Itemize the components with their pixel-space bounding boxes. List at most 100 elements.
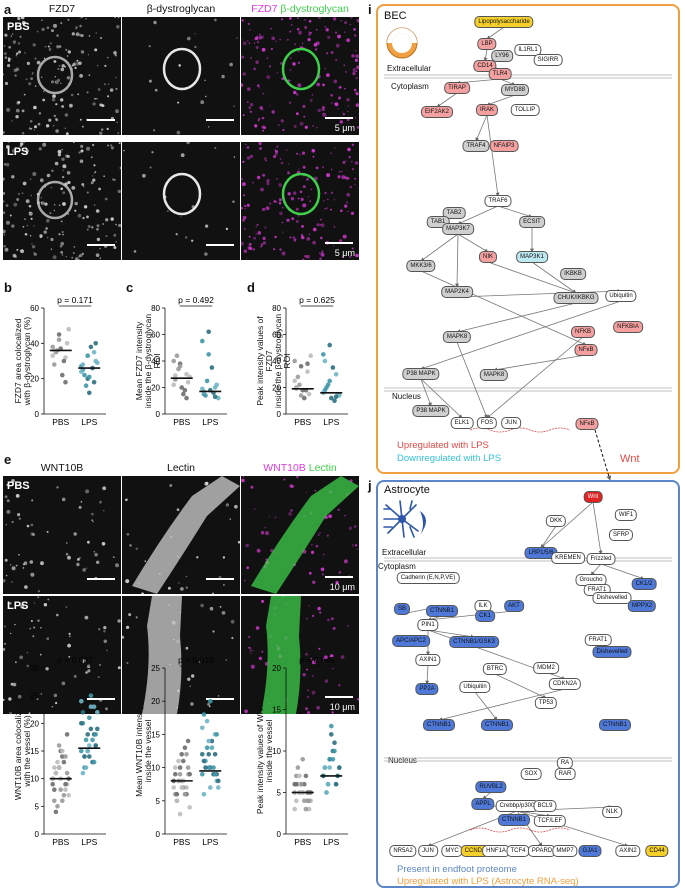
scale-bar-label: 5 μm [334, 248, 355, 258]
pathway-node: Cadherin (E,N,P,VE) [396, 572, 460, 584]
pathway-node: PP2A [415, 683, 439, 695]
data-point [294, 773, 299, 779]
scale-bar-label: 5 μm [334, 123, 355, 133]
data-point [322, 765, 328, 770]
micrograph-a-r2-c3: 5 μm [241, 142, 359, 260]
data-point [295, 374, 301, 380]
pathway-node: P38 MAPK [402, 368, 440, 380]
row-label-e-1: PBS [7, 480, 30, 492]
pathway-node: Ubiquitin [605, 290, 637, 302]
pathway-node: PIN1 [417, 619, 439, 631]
pathway-edge [482, 791, 492, 800]
pathway-node: MAP3K1 [516, 251, 548, 263]
p-value: p = 0.045 [299, 655, 335, 665]
pathway-node: AXIN2 [615, 845, 641, 857]
pathway-node: Ubiquitin [459, 681, 491, 693]
data-point [50, 344, 55, 350]
pathway-node: KREMEN [551, 552, 585, 564]
data-point [171, 358, 176, 364]
data-point [182, 745, 188, 750]
pathway-edge [493, 354, 587, 372]
data-point [171, 785, 176, 790]
astrocyte-pathway-panel [376, 480, 680, 888]
pathway-node: CHUK/IKBKG [553, 292, 599, 304]
x-tick-label: PBS [294, 837, 311, 847]
data-point [208, 785, 213, 790]
p-value: p = 0.625 [299, 295, 335, 305]
y-tick-label: 15 [30, 747, 39, 756]
panel-a-col3-title: FZD7 β-dystroglycan [241, 3, 359, 15]
pathway-edge [494, 673, 547, 699]
data-point [79, 698, 84, 704]
astrocyte-title: Astrocyte [384, 484, 430, 496]
data-point [292, 378, 297, 384]
data-point [64, 770, 70, 776]
data-point [61, 793, 67, 798]
data-point [294, 781, 299, 787]
pathway-node: IKBKB [560, 268, 586, 280]
bec-pathway-panel [376, 4, 680, 474]
panel-d-label: d [247, 280, 255, 295]
data-point [184, 372, 189, 377]
pathway-node: SB [393, 603, 411, 615]
pathway-node: CTNNB1 [480, 719, 514, 731]
data-point [52, 798, 57, 804]
pathway-node: GJA1 [578, 845, 602, 857]
pathway-edge [486, 114, 500, 197]
data-point [206, 752, 211, 757]
y-tick-label: 0 [277, 410, 282, 419]
panel-e-label: e [4, 452, 12, 467]
pathway-node: Lipopolysaccharide [474, 16, 534, 28]
data-point [60, 754, 65, 759]
y-tick-label: 60 [30, 304, 39, 313]
micrograph-e-r1-c2 [122, 476, 240, 594]
data-point [173, 373, 178, 378]
data-point [61, 358, 67, 364]
data-point [182, 387, 188, 393]
pathway-edge [456, 341, 488, 419]
data-point [63, 781, 68, 787]
data-point [322, 358, 328, 364]
data-point [208, 698, 213, 704]
pathway-node: MMP7 [552, 845, 578, 857]
data-point [176, 758, 181, 764]
y-tick-label: 20 [30, 375, 39, 384]
data-point [214, 732, 219, 737]
data-point [88, 344, 94, 350]
data-point [56, 743, 62, 748]
data-point [93, 341, 98, 346]
data-point [298, 393, 304, 398]
data-point [302, 781, 307, 787]
pathway-node: NFKBIA [613, 321, 643, 333]
panel-g-label: g [126, 646, 134, 661]
data-point [93, 743, 98, 748]
y-tick-label: 20 [272, 384, 281, 393]
x-tick-label: LPS [81, 417, 97, 427]
data-point [177, 765, 183, 770]
data-point [306, 391, 312, 397]
data-point [187, 805, 192, 810]
data-point [302, 798, 307, 804]
pathway-node: HNF1A [482, 845, 510, 857]
scale-bar-label: 10 μm [329, 582, 355, 592]
bec-cell-icon [386, 27, 418, 59]
p-value: p = 0.492 [178, 295, 214, 305]
y-tick-label: 20 [272, 664, 281, 673]
panel-j-label: j [368, 478, 372, 493]
data-point [181, 391, 186, 397]
y-tick-label: 20 [151, 384, 160, 393]
data-point [60, 372, 65, 378]
pathway-node: NFκB [575, 418, 599, 430]
panel-h-label: h [247, 646, 255, 661]
data-point [179, 385, 184, 390]
scale-bar [325, 117, 353, 119]
data-point [52, 362, 57, 367]
pathway-node: P38 MAPK [412, 405, 450, 417]
data-point [66, 326, 71, 332]
data-point [91, 349, 97, 355]
data-point [87, 390, 92, 396]
data-point [306, 806, 312, 812]
data-point [177, 771, 183, 777]
merge-label-dystroglycan: β-dystroglycan [280, 3, 349, 15]
